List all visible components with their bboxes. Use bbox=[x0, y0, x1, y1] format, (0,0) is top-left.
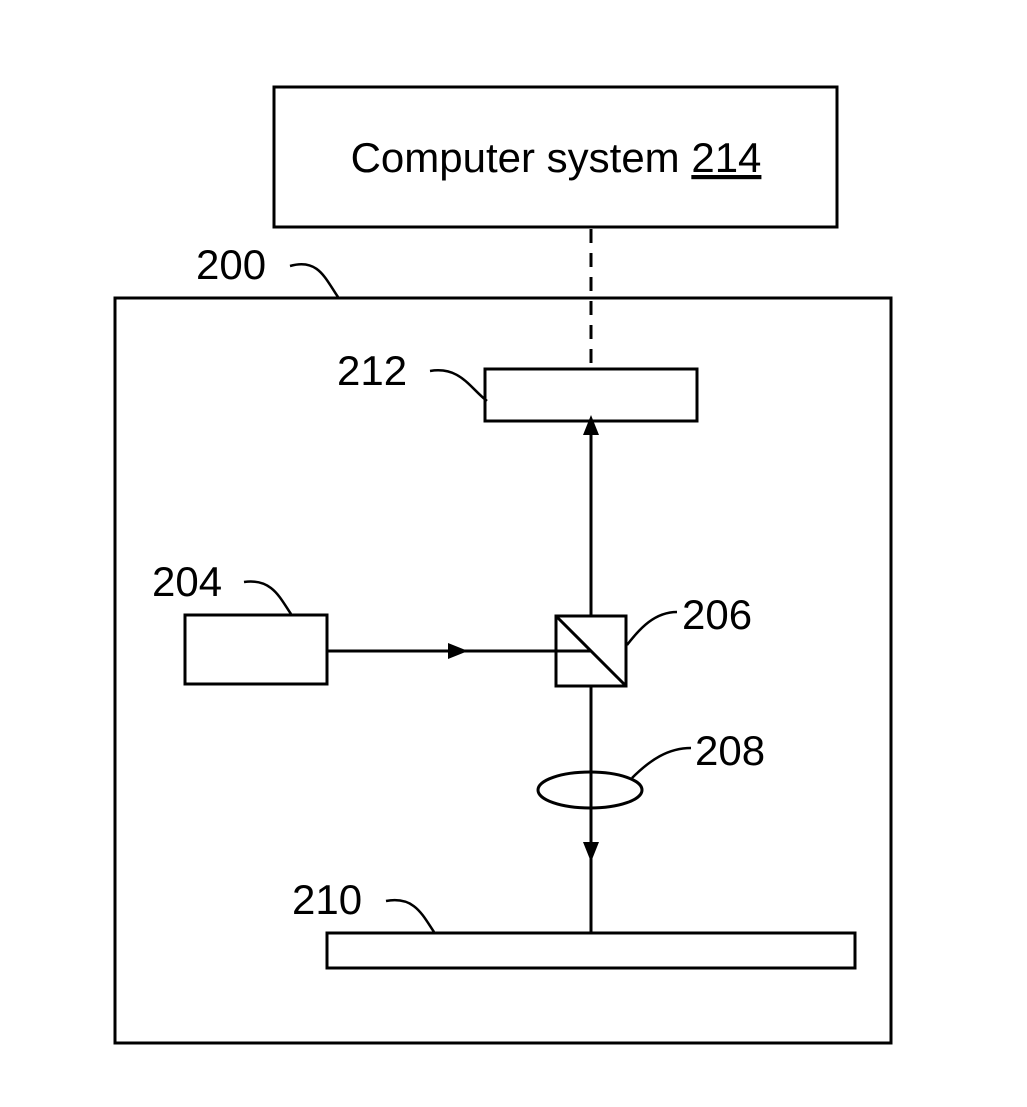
substrate-leader-line bbox=[386, 900, 434, 932]
detector-ref-label: 212 bbox=[337, 347, 407, 394]
detector-box bbox=[485, 369, 697, 421]
lens-ref-label: 208 bbox=[695, 727, 765, 774]
light-source-box bbox=[185, 615, 327, 684]
lens-leader-line bbox=[632, 748, 691, 778]
computer-system-label: Computer system 214 bbox=[351, 134, 762, 181]
splitter-leader-line bbox=[627, 612, 677, 645]
system-enclosure-box bbox=[115, 298, 891, 1043]
source-ref-label: 204 bbox=[152, 558, 222, 605]
splitter-ref-label: 206 bbox=[682, 591, 752, 638]
source-leader-line bbox=[244, 581, 291, 614]
system-ref-label: 200 bbox=[196, 241, 266, 288]
substrate-box bbox=[327, 933, 855, 968]
computer-system-box: Computer system 214 bbox=[274, 87, 837, 227]
computer-system-ref: 214 bbox=[691, 134, 761, 181]
detector-leader-line bbox=[430, 370, 487, 401]
substrate-ref-label: 210 bbox=[292, 876, 362, 923]
system-leader-line bbox=[290, 264, 338, 297]
